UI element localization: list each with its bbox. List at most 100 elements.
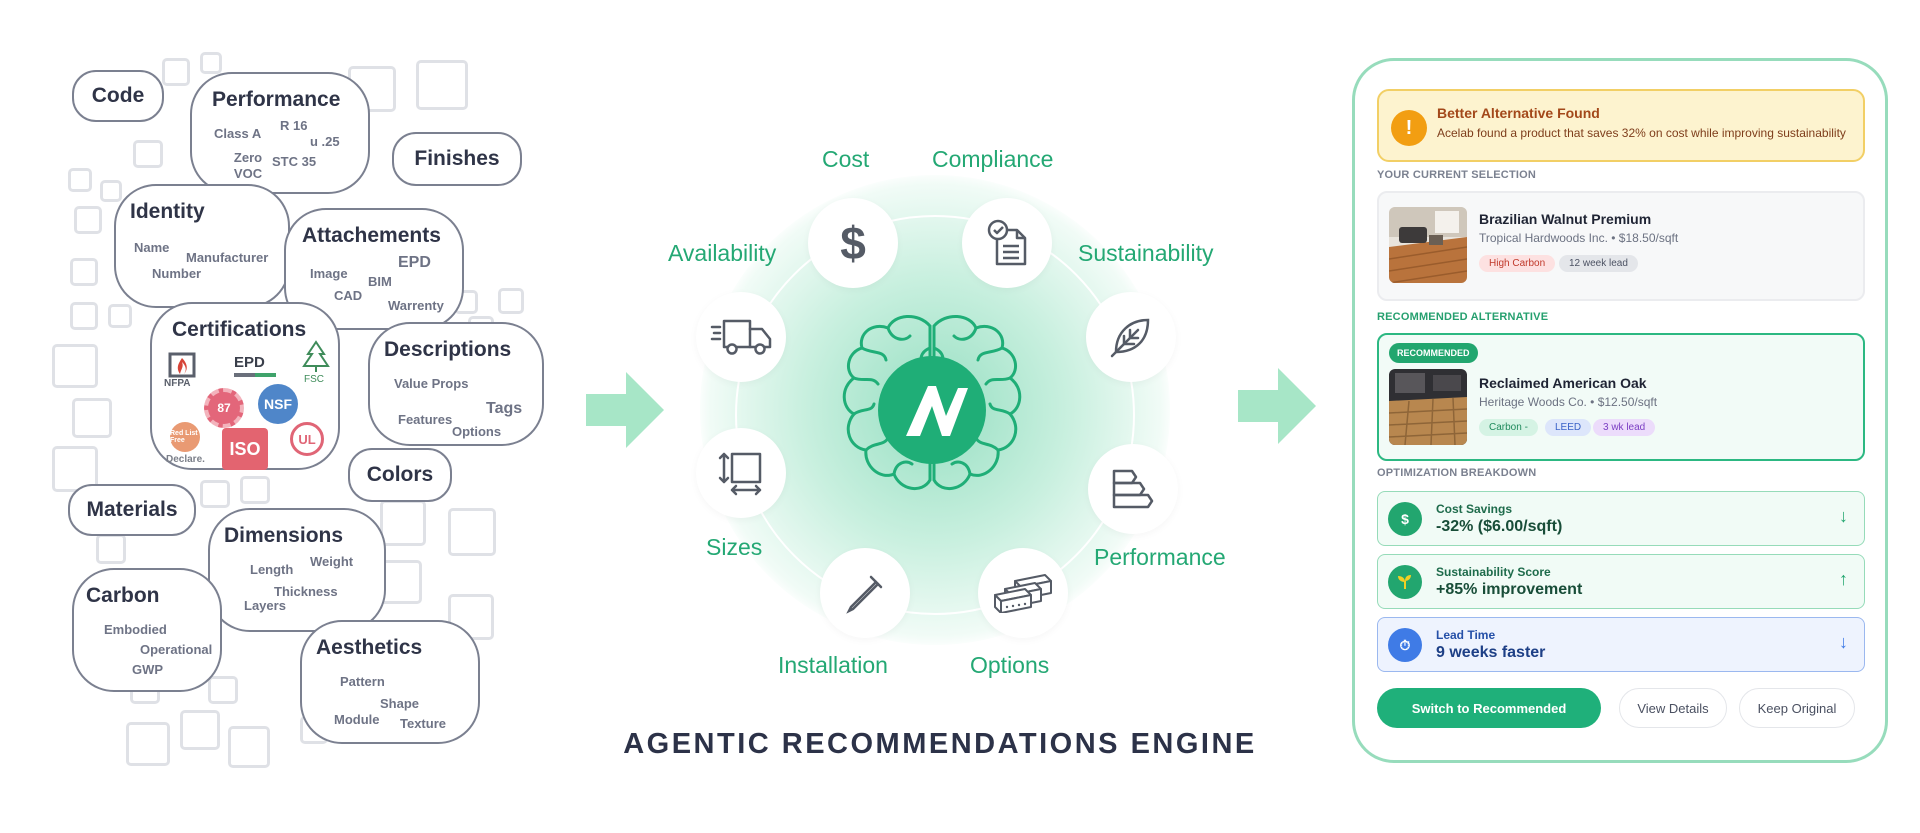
carbon-bubble: Carbon Embodied Operational GWP <box>72 568 222 692</box>
metric-label: Sustainability Score <box>1436 565 1551 579</box>
identity-item: Name <box>134 240 170 255</box>
recommended-product-name: Reclaimed American Oak <box>1479 375 1647 391</box>
alert-text: Acelab found a product that saves 32% on… <box>1437 126 1846 140</box>
bg-square <box>52 344 98 388</box>
aesthetics-item: Pattern <box>340 674 385 689</box>
nail-icon <box>846 575 883 614</box>
declare-text: Declare. <box>166 454 205 465</box>
engine-ring <box>735 215 1135 615</box>
switch-to-recommended-button[interactable]: Switch to Recommended <box>1377 688 1601 728</box>
metric-value: -32% ($6.00/sqft) <box>1436 518 1563 535</box>
leaf-icon <box>1110 318 1150 358</box>
ul-text: UL <box>298 431 316 447</box>
bg-square <box>448 508 496 556</box>
compliance-doc-icon <box>987 219 1027 266</box>
carbon-item: Embodied <box>104 622 167 637</box>
descriptions-item: Options <box>452 424 502 439</box>
label-options: Options <box>970 652 1050 678</box>
performance-item: u .25 <box>310 134 340 149</box>
seal-logo: 87 <box>204 388 244 428</box>
alert-title: Better Alternative Found <box>1437 105 1600 121</box>
tag-leed: LEED <box>1545 419 1592 436</box>
timer-icon: ⏱ <box>1388 628 1422 662</box>
flow-arrow-icon <box>586 372 664 448</box>
recommended-product-image <box>1389 369 1467 445</box>
bg-square <box>52 446 98 492</box>
code-label: Code <box>91 84 145 107</box>
bg-square <box>96 534 126 564</box>
metric-value: +85% improvement <box>1436 581 1583 598</box>
label-performance: Performance <box>1094 544 1226 570</box>
attribute-cloud: Code Performance Class A R 16 u .25 Zero… <box>0 0 560 833</box>
flow-arrow-icon <box>1238 368 1316 444</box>
identity-title: Identity <box>130 200 205 223</box>
descriptions-item: Value Props <box>394 376 469 391</box>
epd-text: EPD <box>234 354 265 371</box>
aesthetics-item: Shape <box>380 696 420 711</box>
brain-icon <box>842 315 1022 490</box>
performance-title: Performance <box>212 88 341 111</box>
bg-square <box>228 726 270 768</box>
current-selection-label: YOUR CURRENT SELECTION <box>1377 169 1537 181</box>
dimensions-title: Dimensions <box>224 524 344 547</box>
arrow-up-icon: ↑ <box>1839 569 1848 589</box>
aesthetics-item: Module <box>334 712 380 727</box>
label-installation: Installation <box>778 652 888 678</box>
bg-square <box>72 398 112 438</box>
iso-text: ISO <box>229 438 261 459</box>
tag-lead-time: 3 wk lead <box>1593 419 1656 436</box>
epd-logo: EPD <box>234 354 276 380</box>
performance-item: STC 35 <box>272 154 317 169</box>
bg-square <box>498 288 524 314</box>
current-product-image <box>1389 207 1467 283</box>
bg-square <box>380 500 426 546</box>
dollar-icon: $ <box>840 217 866 269</box>
colors-bubble: Colors <box>348 448 452 502</box>
finishes-label: Finishes <box>414 147 500 170</box>
bg-square <box>68 168 92 192</box>
aesthetics-title: Aesthetics <box>316 636 423 659</box>
aesthetics-bubble: Aesthetics Pattern Shape Module Texture <box>300 620 480 744</box>
identity-item: Number <box>152 266 202 281</box>
identity-bubble: Identity Name Manufacturer Number <box>114 184 290 308</box>
label-sustainability: Sustainability <box>1078 240 1214 266</box>
metric-label: Lead Time <box>1436 628 1496 642</box>
alert-icon: ! <box>1391 110 1427 146</box>
attachements-item: Image <box>310 266 348 281</box>
node-sizes <box>696 428 786 518</box>
tag-carbon: Carbon - <box>1479 419 1538 436</box>
node-options <box>978 548 1068 638</box>
node-cost: $ <box>808 198 898 288</box>
ul-logo: UL <box>290 422 324 456</box>
current-product-card[interactable]: Brazilian Walnut Premium Tropical Hardwo… <box>1377 191 1865 301</box>
carbon-title: Carbon <box>86 584 160 607</box>
dimensions-bubble: Dimensions Length Weight Thickness Layer… <box>208 508 386 632</box>
descriptions-item: Tags <box>486 400 523 417</box>
sprout-icon <box>1388 565 1422 599</box>
keep-original-button[interactable]: Keep Original <box>1739 688 1855 728</box>
view-details-button[interactable]: View Details <box>1619 688 1727 728</box>
bg-square <box>100 180 122 202</box>
dimensions-item: Layers <box>244 598 286 613</box>
recommended-product-card[interactable]: RECOMMENDED Reclaimed American Oak Herit… <box>1377 333 1865 461</box>
attachements-item: Warrenty <box>388 298 444 313</box>
tag-high-carbon: High Carbon <box>1479 255 1556 272</box>
bg-square <box>70 258 98 286</box>
performance-item: Zero VOC <box>233 150 263 181</box>
dimensions-icon <box>718 452 762 496</box>
bg-square <box>200 52 222 74</box>
attachements-item: CAD <box>334 288 363 303</box>
carbon-item: GWP <box>132 662 164 677</box>
aesthetics-item: Texture <box>400 716 446 731</box>
performance-bars-icon <box>1112 469 1154 509</box>
nfpa-text: NFPA <box>164 378 191 389</box>
materials-label: Materials <box>86 498 178 521</box>
bg-square <box>162 58 190 86</box>
metric-sustainability: Sustainability Score +85% improvement ↑ <box>1377 554 1865 609</box>
descriptions-bubble: Descriptions Value Props Tags Features O… <box>368 322 544 446</box>
alert-banner: ! Better Alternative Found Acelab found … <box>1377 89 1865 162</box>
bg-square <box>70 302 98 330</box>
current-product-meta: Tropical Hardwoods Inc. • $18.50/sqft <box>1479 231 1679 245</box>
bg-square <box>416 60 468 110</box>
label-availability: Availability <box>668 240 777 266</box>
